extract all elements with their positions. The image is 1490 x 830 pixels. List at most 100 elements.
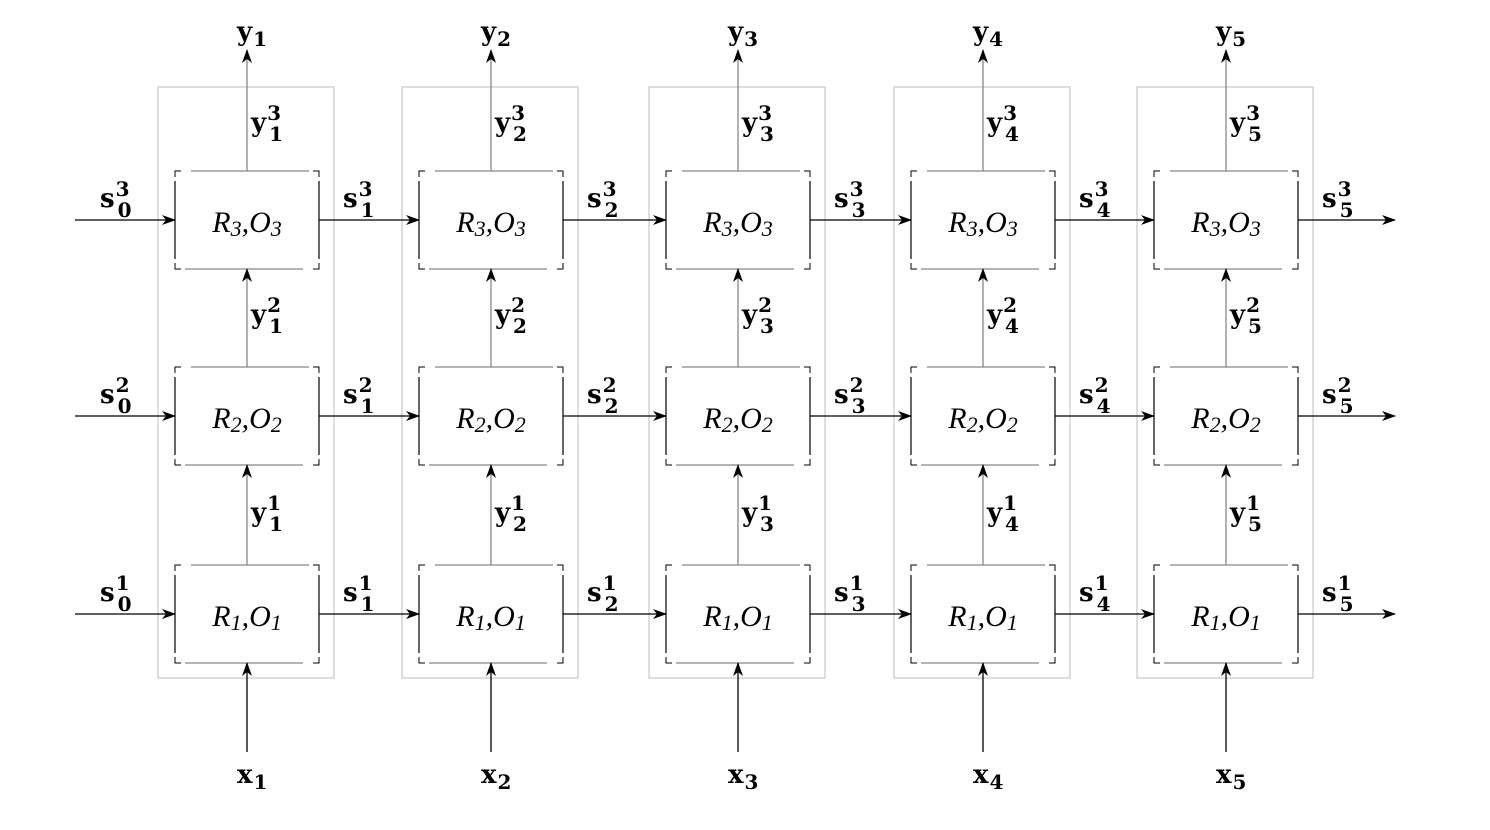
module-corner <box>174 657 181 664</box>
input-label-x3-base: x <box>728 760 744 790</box>
state-label-s5-l1-sub: 5 <box>1340 592 1354 616</box>
module-r-sub: 3 <box>474 216 486 241</box>
module-corner <box>804 657 811 664</box>
state-label-s3-l2-sup: 2 <box>850 373 864 397</box>
module-corner <box>910 564 917 571</box>
module-label: R1,O1 <box>1190 600 1261 635</box>
layer-output-label-y4-l2-sub: 4 <box>1005 314 1019 338</box>
module-r: R <box>455 402 474 435</box>
state-label-s0-l2-sub: 0 <box>118 394 132 418</box>
module-r-sub: 2 <box>475 412 486 437</box>
state-label-s4-l3-base: s <box>1079 184 1094 214</box>
module-o-sub: 3 <box>1249 216 1261 241</box>
module-sep: , <box>978 206 986 239</box>
module-corner <box>557 263 564 270</box>
state-label-s2-l3-sub: 2 <box>605 198 619 222</box>
layer-output-label-y5-l3-sub: 5 <box>1248 122 1262 146</box>
module-corner <box>557 564 564 571</box>
output-label-y4-sub: 4 <box>989 27 1003 51</box>
module-o: O <box>740 600 762 633</box>
state-label-s0-l3-sup: 3 <box>116 177 130 201</box>
state-label-s0-l3-base: s <box>100 184 115 214</box>
module-o-sub: 3 <box>1006 216 1018 241</box>
module-o: O <box>493 600 515 633</box>
layer-output-label-y3-l2-base: y <box>741 300 758 330</box>
input-label-x5-sub: 5 <box>1233 770 1247 794</box>
module-r: R <box>1190 206 1209 239</box>
module-label: R3,O3 <box>455 206 526 241</box>
input-label-x1-sub: 1 <box>254 770 268 794</box>
module-sep: , <box>486 402 494 435</box>
input-label-x2-base: x <box>481 760 497 790</box>
module-box-t3-l2: R2,O2 <box>665 366 811 466</box>
module-label: R3,O3 <box>211 206 282 241</box>
state-label-s5-l2-base: s <box>1322 380 1337 410</box>
input-label-x1: x1 <box>237 760 267 794</box>
output-label-y1: y1 <box>236 17 267 51</box>
input-label-x4-sub: 4 <box>990 770 1004 794</box>
state-label-s0-l2-sup: 2 <box>116 373 130 397</box>
module-corner <box>665 657 672 664</box>
module-corner <box>1049 366 1056 373</box>
module-o: O <box>985 206 1007 239</box>
module-o: O <box>249 206 271 239</box>
module-sep: , <box>978 600 986 633</box>
module-r-sub: 3 <box>966 216 978 241</box>
state-label-s4-l1-sup: 1 <box>1095 571 1109 595</box>
layer-output-label-y5-l2-sup: 2 <box>1246 293 1260 317</box>
module-o: O <box>740 402 762 435</box>
module-corner <box>665 564 672 571</box>
module-o-sub: 2 <box>762 412 773 437</box>
layer-output-label-y4-l1-sub: 4 <box>1005 512 1019 536</box>
layer-output-label-y4-l2-sup: 2 <box>1003 293 1017 317</box>
module-label: R3,O3 <box>1190 206 1261 241</box>
module-o-sub: 2 <box>271 412 282 437</box>
module-sep: , <box>486 206 494 239</box>
module-sep: , <box>242 600 250 633</box>
module-corner <box>910 170 917 177</box>
module-corner <box>804 170 811 177</box>
module-label: R2,O2 <box>455 402 526 437</box>
module-corner <box>1292 170 1299 177</box>
layer-output-label-y3-l1-sup: 1 <box>758 491 772 515</box>
module-r: R <box>947 600 966 633</box>
state-label-s2-l2-sup: 2 <box>603 373 617 397</box>
module-label: R1,O1 <box>455 600 526 635</box>
time-step-column-1 <box>157 86 335 679</box>
module-corner <box>1153 170 1160 177</box>
module-o: O <box>985 402 1007 435</box>
layer-output-label-y1-l1-base: y <box>250 498 267 528</box>
module-corner <box>418 263 425 270</box>
module-o: O <box>249 600 271 633</box>
module-corner <box>418 170 425 177</box>
output-label-y2: y2 <box>480 17 511 51</box>
layer-output-label-y3-l1-sub: 3 <box>760 512 774 536</box>
state-label-s2-l2-sub: 2 <box>605 394 619 418</box>
module-corner <box>1292 657 1299 664</box>
time-step-column-4 <box>893 86 1071 679</box>
module-corner <box>313 170 320 177</box>
layer-output-label-y1-l1-sup: 1 <box>267 491 281 515</box>
layer-output-label-y2-l1-sup: 1 <box>511 491 525 515</box>
module-corner <box>1153 564 1160 571</box>
module-box-t2-l1: R1,O1 <box>418 564 564 664</box>
module-r: R <box>702 600 721 633</box>
state-label-s5-l3-base: s <box>1322 184 1337 214</box>
module-r: R <box>211 600 230 633</box>
state-label-s3-l1-base: s <box>834 578 849 608</box>
module-label: R3,O3 <box>702 206 773 241</box>
module-box-t3-l3: R3,O3 <box>665 170 811 270</box>
layer-output-label-y3-l1-base: y <box>741 498 758 528</box>
layer-output-label-y2-l3-sup: 3 <box>511 101 525 125</box>
